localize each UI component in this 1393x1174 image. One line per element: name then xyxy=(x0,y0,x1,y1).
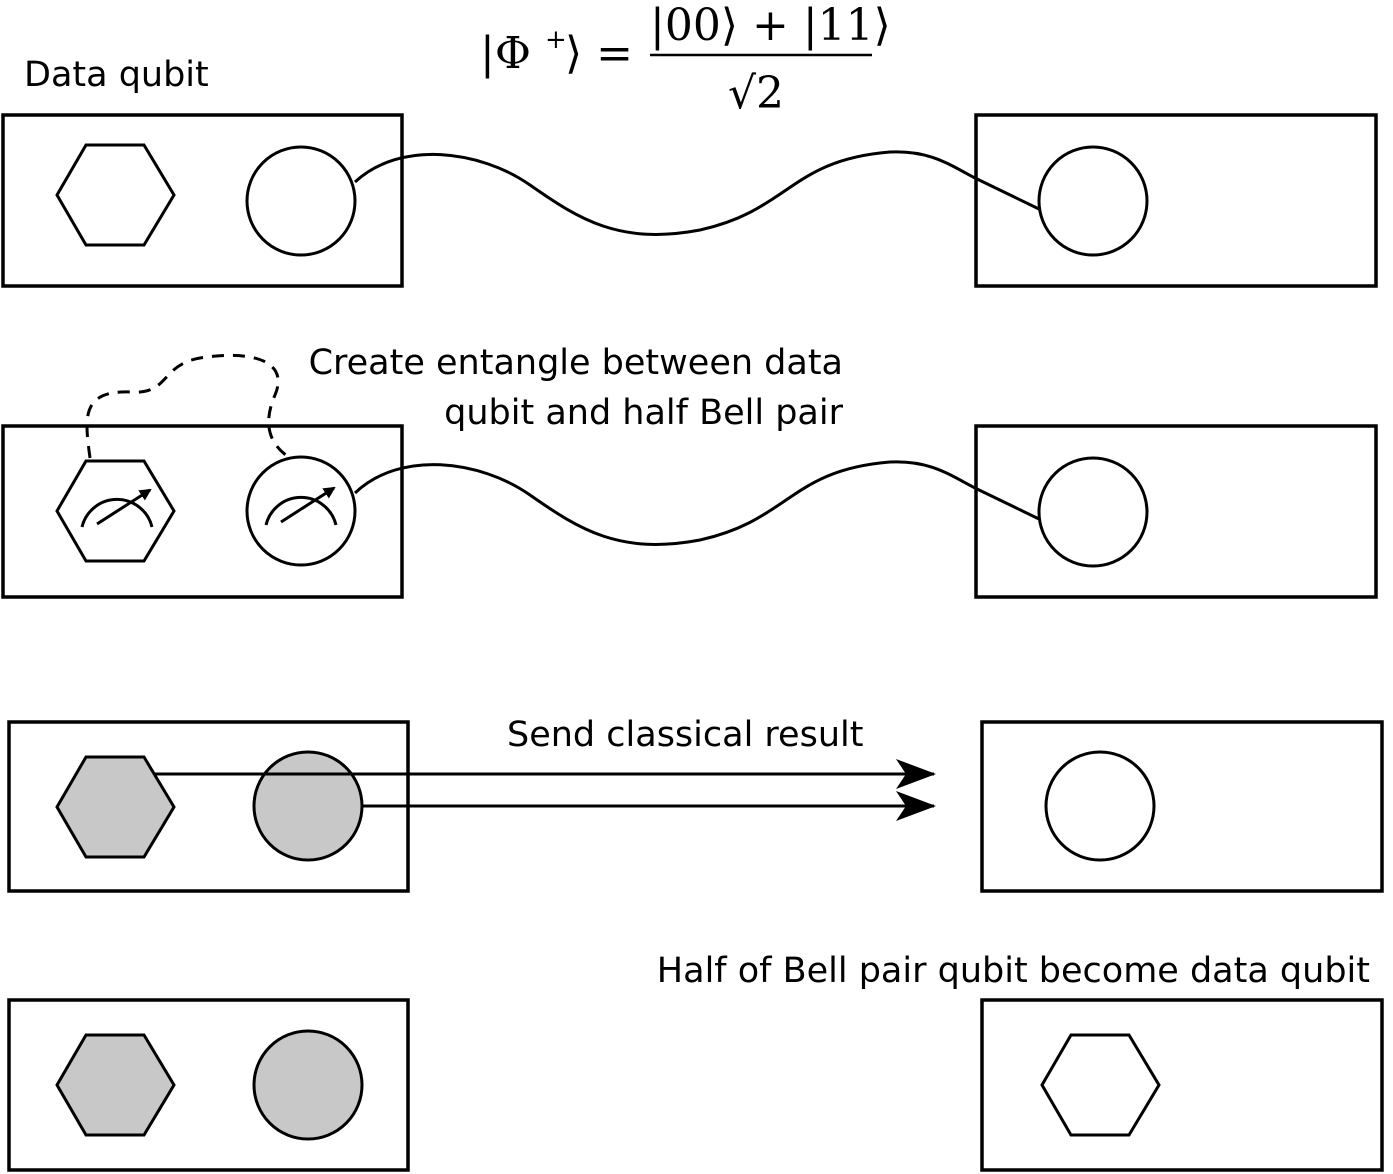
formula-lhs: |Φ xyxy=(480,28,531,79)
create-entangle-label-line1: Create entangle between data xyxy=(309,343,843,383)
row2-entanglement-wire xyxy=(353,460,1040,546)
hexagon-data-qubit-measured-icon xyxy=(55,755,176,859)
circle-bell-qubit-icon xyxy=(1044,750,1156,862)
hexagon-new-data-qubit-icon xyxy=(1040,1033,1161,1137)
create-entangle-label-line2: qubit and half Bell pair xyxy=(444,393,843,433)
formula-lhs-superscript: + xyxy=(545,25,567,55)
row4-left-node xyxy=(7,998,410,1172)
data-qubit-label: Data qubit xyxy=(24,55,209,95)
circle-bell-qubit-measured-icon xyxy=(252,1029,364,1141)
row1-right-node xyxy=(974,113,1378,288)
formula-numerator: |00⟩ + |11⟩ xyxy=(650,0,891,51)
row1-left-node xyxy=(1,113,404,288)
formula-denominator: √2 xyxy=(728,68,784,119)
row4-right-node xyxy=(980,998,1384,1172)
bell-state-formula: |Φ + ⟩ = |00⟩ + |11⟩ √2 xyxy=(480,0,891,119)
measurement-needle-icon xyxy=(96,488,152,526)
circle-bell-qubit-icon xyxy=(245,145,357,257)
measurement-meter-icon xyxy=(80,497,154,528)
half-bell-becomes-label: Half of Bell pair qubit become data qubi… xyxy=(657,951,1370,991)
measurement-meter-icon xyxy=(264,495,338,526)
circle-bell-qubit-icon xyxy=(1037,145,1149,257)
hexagon-data-qubit-icon xyxy=(55,143,176,247)
row2-left-node xyxy=(1,424,404,599)
circle-bell-qubit-icon xyxy=(1037,456,1149,568)
row1-entanglement-wire xyxy=(353,150,1040,236)
circle-bell-qubit-measured-icon xyxy=(252,750,364,862)
formula-lhs-close: ⟩ = xyxy=(565,28,633,79)
row2-right-node xyxy=(974,424,1378,599)
entangling-operation-dashed-link xyxy=(85,353,291,460)
circle-bell-qubit-icon xyxy=(245,455,357,567)
hexagon-data-qubit-measured-icon xyxy=(55,1033,176,1137)
row3-right-node xyxy=(980,720,1384,893)
send-classical-label: Send classical result xyxy=(507,715,863,755)
measurement-needle-icon xyxy=(280,486,336,524)
